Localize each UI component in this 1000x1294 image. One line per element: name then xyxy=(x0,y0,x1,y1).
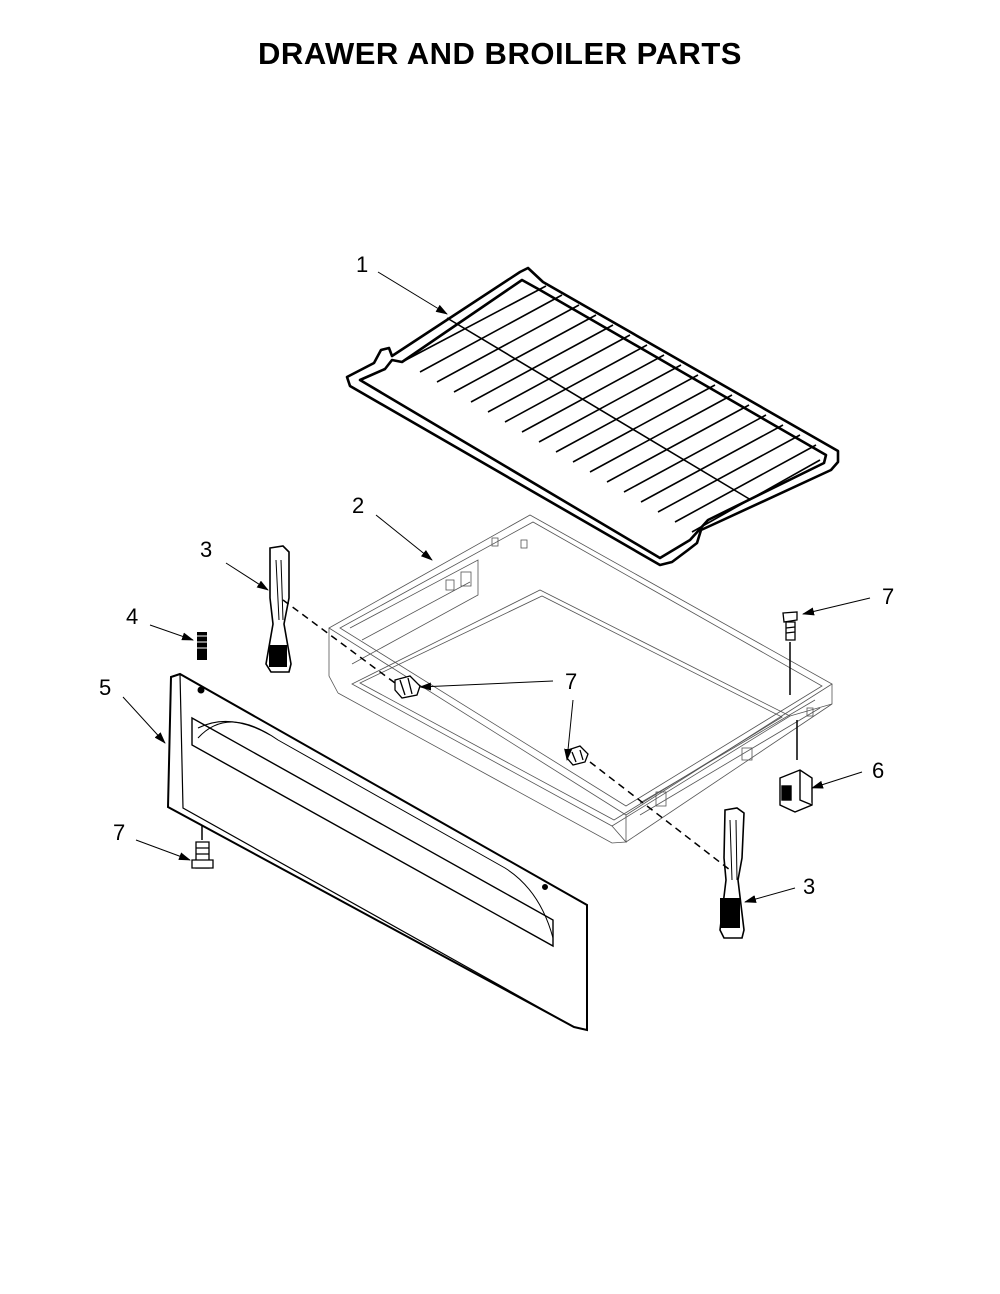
broiler-drawer xyxy=(328,514,833,844)
callout-2: 2 xyxy=(352,493,364,518)
callout-7-lower-left: 7 xyxy=(113,820,125,845)
screw-lower-middle xyxy=(566,745,589,766)
stud xyxy=(197,632,207,660)
drawer-clip xyxy=(779,769,813,813)
callout-6: 6 xyxy=(872,758,884,783)
callout-4: 4 xyxy=(126,604,138,629)
callout-1: 1 xyxy=(356,252,368,277)
callout-3-right: 3 xyxy=(803,874,815,899)
alignment-line-right xyxy=(589,761,731,871)
leader-line-3-right xyxy=(744,887,796,903)
leader-line-7-lower-left xyxy=(135,839,191,861)
drawer-glide-right xyxy=(719,807,745,939)
leader-line-1 xyxy=(377,271,448,315)
leader-line-5 xyxy=(122,696,166,744)
broiler-rack xyxy=(345,266,840,567)
screw-lower-left xyxy=(191,841,214,869)
callout-7-middle: 7 xyxy=(565,669,577,694)
drawer-glide-left xyxy=(265,545,292,673)
drawer-front-panel xyxy=(166,672,588,1032)
callout-5: 5 xyxy=(99,675,111,700)
leader-line-3-left xyxy=(225,562,269,591)
leader-line-6 xyxy=(811,771,863,789)
leader-line-2 xyxy=(375,514,433,561)
leader-line-7-upper-right xyxy=(802,597,871,616)
page-title: DRAWER AND BROILER PARTS xyxy=(258,36,742,71)
callout-7-upper-right: 7 xyxy=(882,584,894,609)
screw-upper-right xyxy=(782,611,798,641)
leader-line-7-middle xyxy=(419,680,554,691)
leader-line-4 xyxy=(149,624,194,641)
leader-line-7-lower-middle xyxy=(564,699,574,761)
screw-middle xyxy=(394,675,421,699)
callout-3-left: 3 xyxy=(200,537,212,562)
